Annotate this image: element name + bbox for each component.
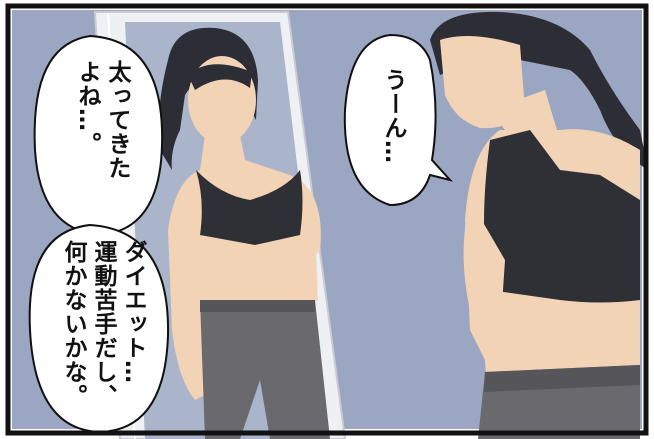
main-figure <box>430 11 648 439</box>
reflection-figure <box>158 27 330 439</box>
speech-text-bottom-left-3: 何かないかな。 <box>60 240 88 408</box>
speech-text-bottom-left-1: ダイエット… <box>120 240 147 384</box>
speech-bubble-top-left: 太ってきた よね…。 <box>33 34 164 237</box>
speech-text-top-left-2: よね…。 <box>74 60 102 156</box>
speech-text-top-left-1: 太ってきた <box>104 60 132 180</box>
speech-text-bottom-left-2: 運動苦手だし、 <box>90 240 118 408</box>
speech-bubble-right: うーん… <box>343 33 453 207</box>
panel-border <box>5 3 649 436</box>
speech-bubble-bottom-left: ダイエット… 運動苦手だし、 何かないかな。 <box>28 223 170 434</box>
speech-text-right: うーん… <box>380 68 407 164</box>
